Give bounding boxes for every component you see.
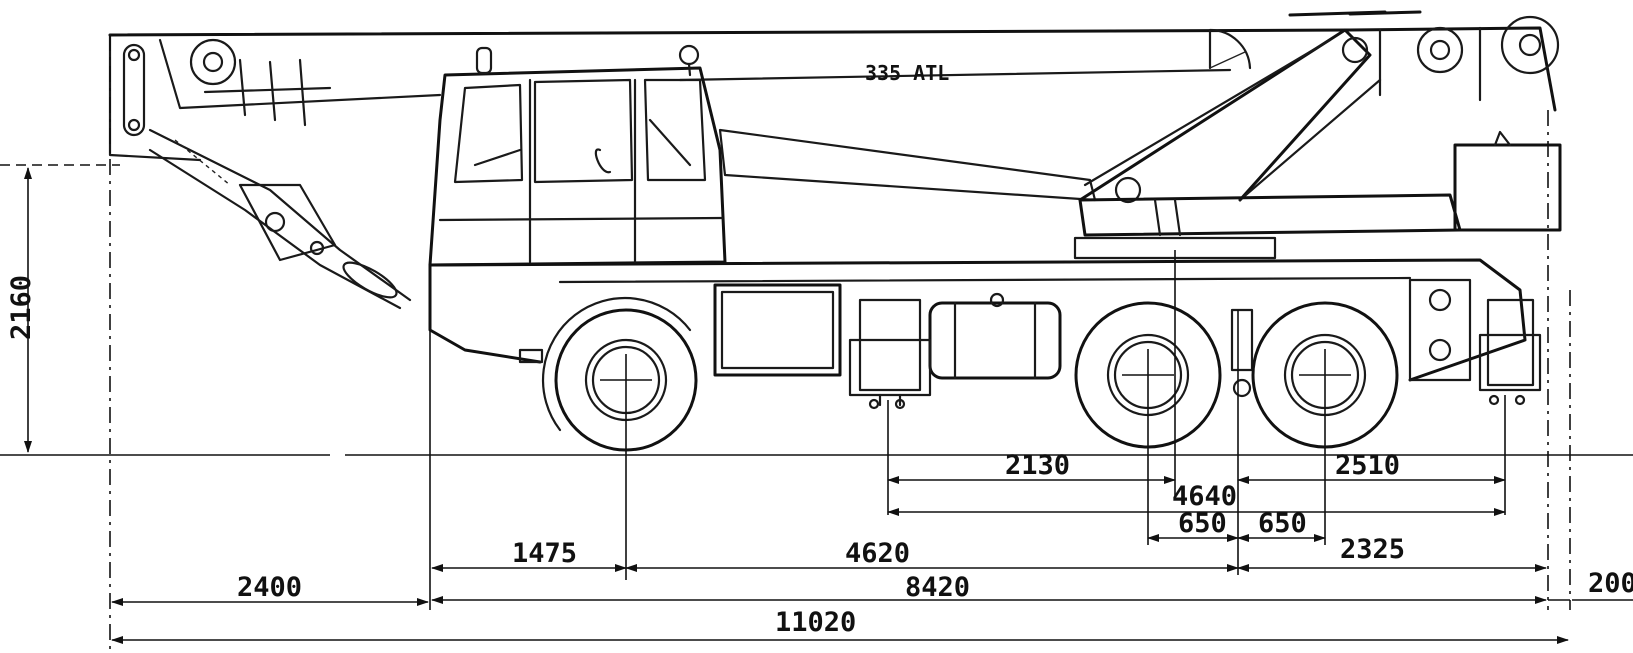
dimension-lines [24, 167, 1633, 644]
dim-8420: 8420 [905, 572, 970, 603]
dim-650-right: 650 [1258, 508, 1307, 539]
dim-2400: 2400 [237, 572, 302, 603]
dim-200: 200 [1588, 568, 1633, 599]
dim-650-left: 650 [1178, 508, 1227, 539]
reference-lines [0, 35, 1633, 653]
superstructure [718, 10, 1562, 260]
cab [428, 44, 727, 267]
dim-height-2160: 2160 [6, 275, 37, 340]
boom [108, 26, 1557, 162]
dim-4640: 4640 [1172, 481, 1237, 512]
front-stow-arm [148, 128, 412, 310]
dim-2325: 2325 [1340, 534, 1405, 565]
dim-2130: 2130 [1005, 450, 1070, 481]
dim-4620: 4620 [845, 538, 910, 569]
dim-11020: 11020 [775, 607, 856, 638]
front-wheel [541, 296, 698, 452]
chassis [428, 258, 1542, 410]
dim-2510: 2510 [1335, 450, 1400, 481]
dim-1475: 1475 [512, 538, 577, 569]
model-label: 335 ATL [865, 61, 949, 85]
